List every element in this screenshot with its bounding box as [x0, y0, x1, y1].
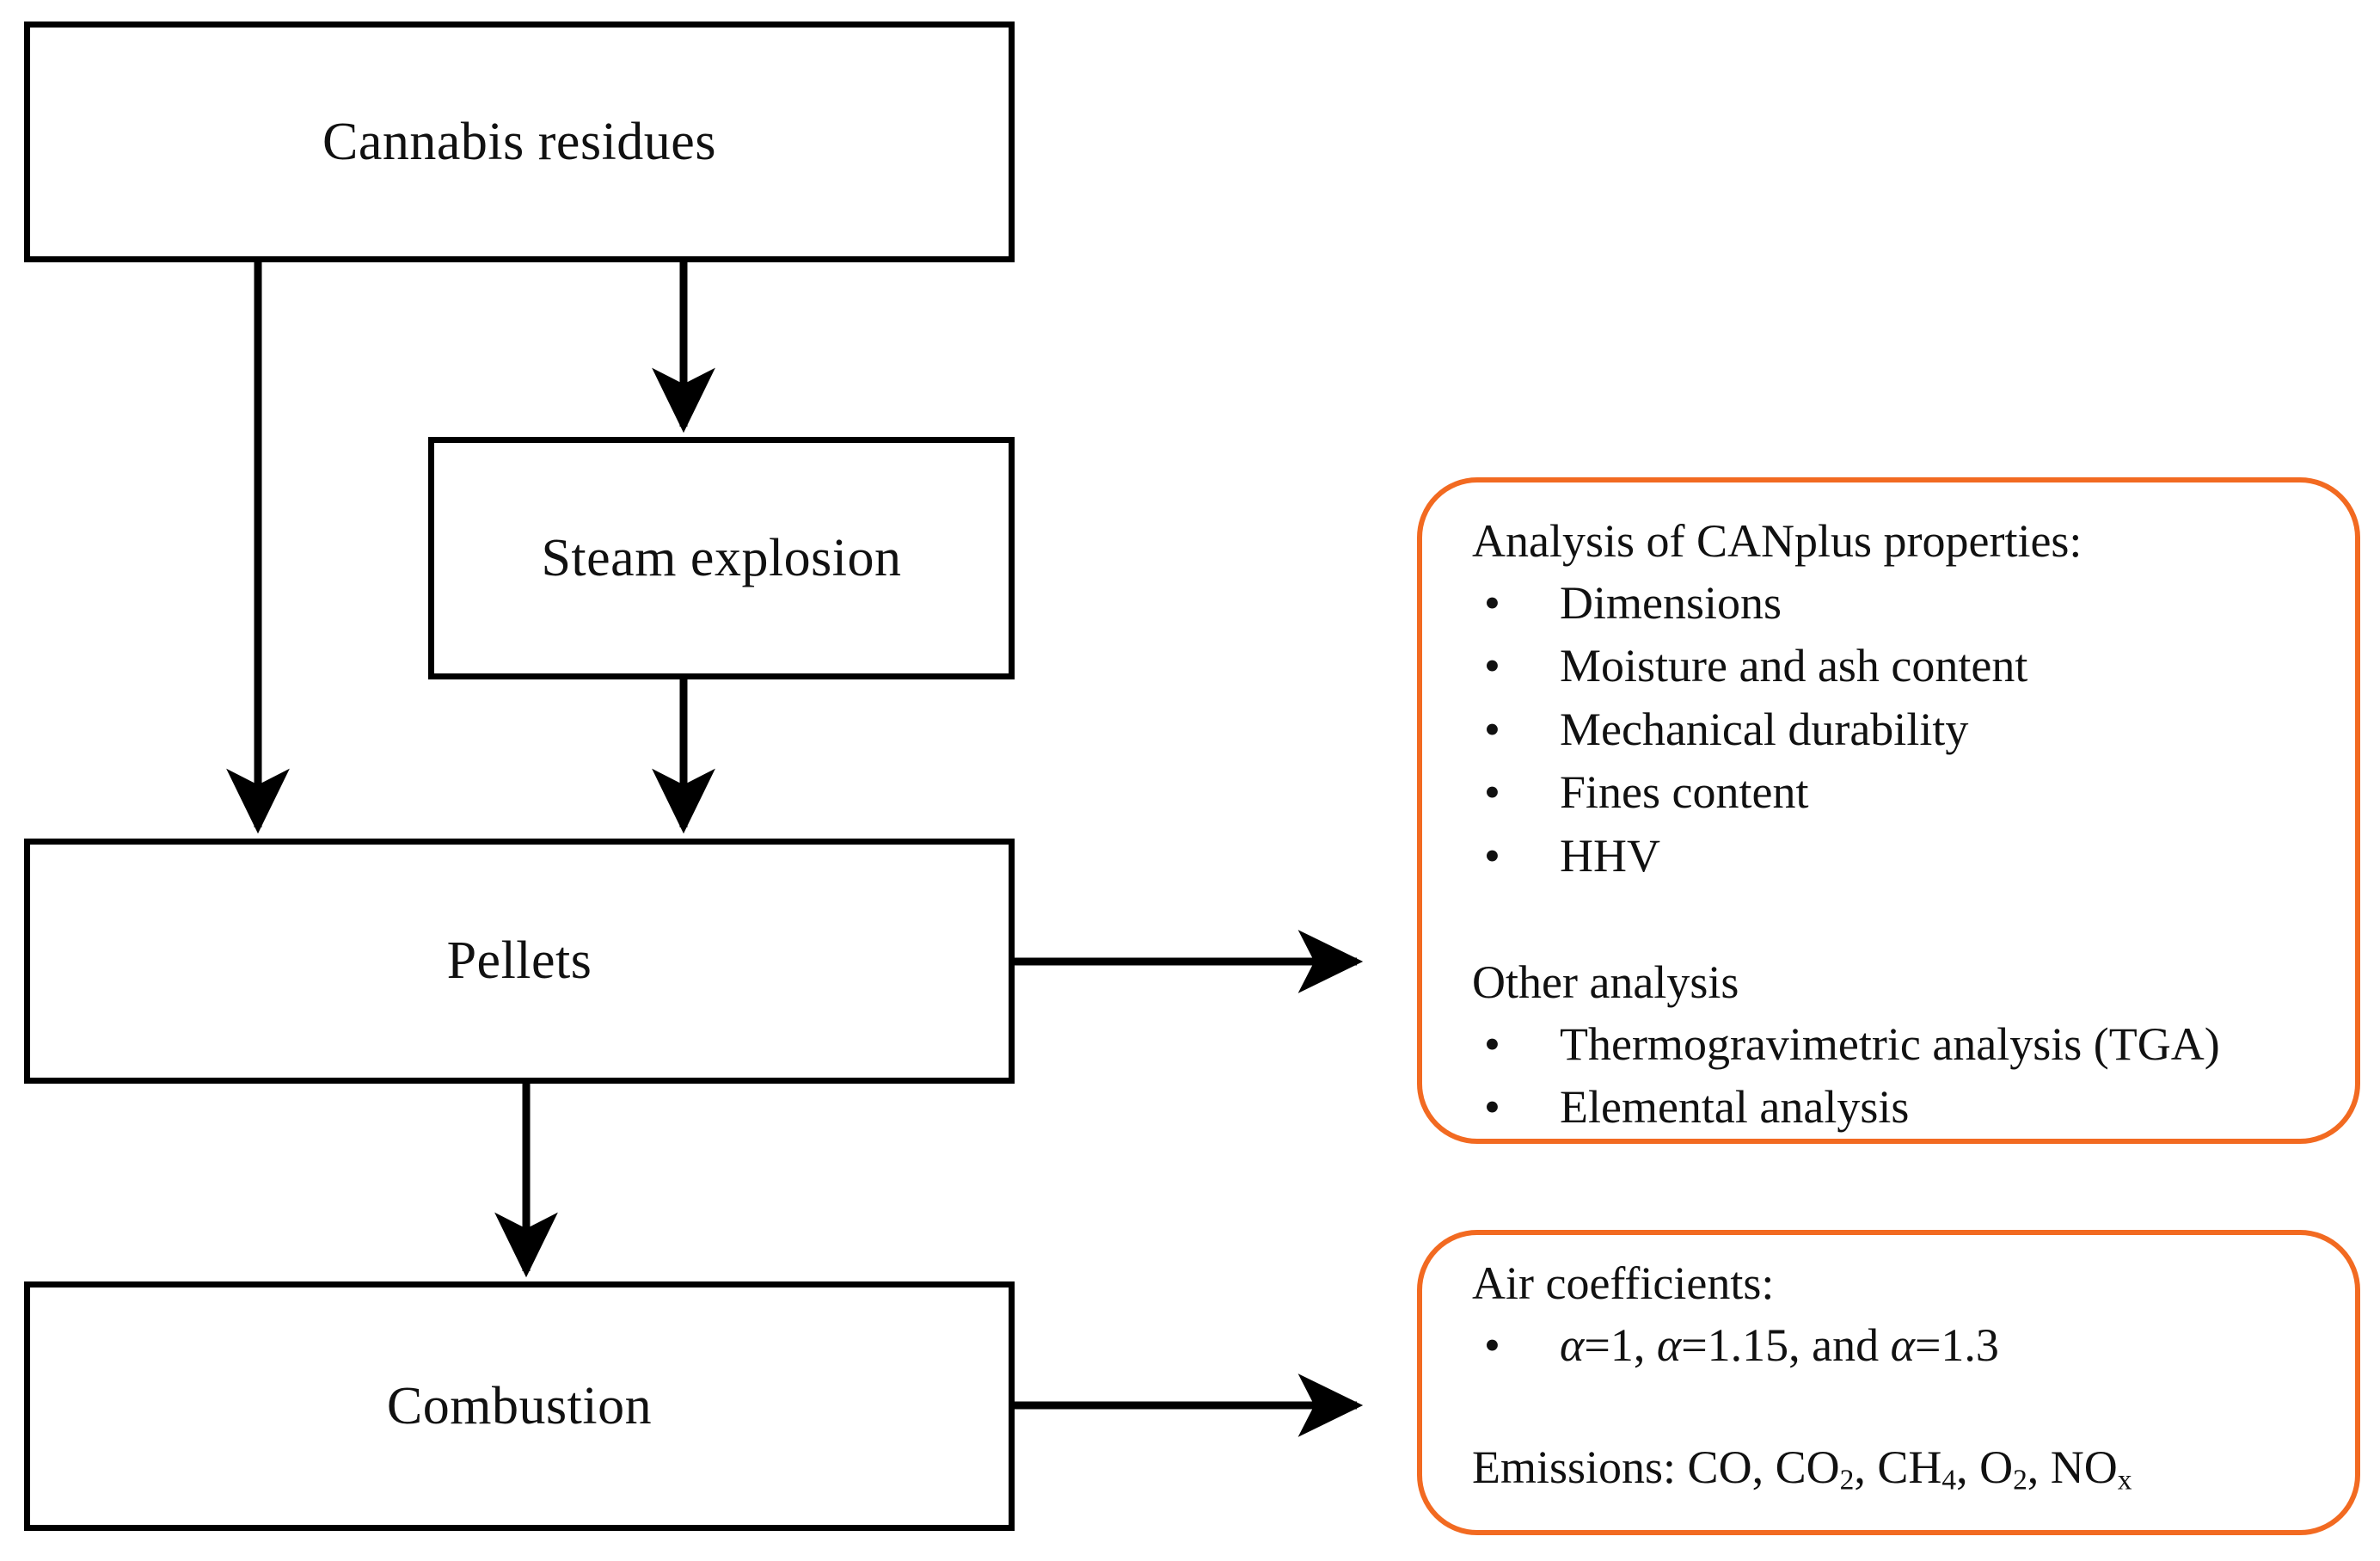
callout-air-emissions-line: Emissions: CO, CO2, CH4, O2, NOx — [1472, 1437, 2329, 1499]
species-formula: CO — [1687, 1441, 1752, 1494]
bullet-icon: • — [1484, 703, 1500, 755]
list-item: • Fines content — [1472, 761, 2329, 824]
species-formula: CO — [1775, 1441, 1840, 1494]
emissions-species-5: NOx — [2050, 1441, 2132, 1496]
emissions-label: Emissions: — [1472, 1441, 1688, 1494]
list-item: • HHV — [1472, 825, 2329, 888]
callout-analysis-other-list: • Thermogravimetric analysis (TGA) • Ele… — [1472, 1013, 2329, 1140]
species-formula: CH — [1877, 1441, 1942, 1494]
bullet-icon: • — [1484, 576, 1500, 629]
species-formula: NO — [2050, 1441, 2118, 1494]
emissions-species-1: CO, — [1687, 1441, 1776, 1494]
species-subscript: x — [2117, 1464, 2132, 1496]
callout-analysis-properties-list: • Dimensions • Moisture and ash content … — [1472, 572, 2329, 888]
species-formula: O — [1979, 1441, 2014, 1494]
emissions-species-3: CH4, — [1877, 1441, 1980, 1496]
list-item: • Dimensions — [1472, 572, 2329, 635]
alpha-value-2: =1.15, and — [1681, 1318, 1891, 1371]
emissions-species-2: CO2, — [1775, 1441, 1878, 1496]
emissions-species-4: O2, — [1979, 1441, 2051, 1496]
bullet-icon: • — [1484, 829, 1500, 882]
section-spacer — [1472, 1377, 2329, 1437]
list-item-label: Elemental analysis — [1560, 1081, 1910, 1134]
bullet-icon: • — [1484, 1318, 1500, 1371]
section-spacer — [1472, 888, 2329, 955]
list-item-label: Thermogravimetric analysis (TGA) — [1560, 1017, 2220, 1070]
callout-air-heading: Air coefficients: — [1472, 1257, 1775, 1309]
callout-panel-air-coefficients: Air coefficients: • α=1, α=1.15, and α=1… — [1417, 1230, 2360, 1535]
callout-analysis-content: Analysis of CANplus properties: • Dimens… — [1472, 513, 2329, 1140]
alpha-symbol: α — [1560, 1318, 1585, 1371]
process-box-label: Cannabis residues — [322, 112, 716, 171]
species-subscript: 2 — [2013, 1464, 2027, 1496]
alpha-symbol: α — [1890, 1318, 1915, 1371]
bullet-icon: • — [1484, 1017, 1500, 1070]
bullet-icon: • — [1484, 640, 1500, 692]
callout-analysis-heading-other: Other analysis — [1472, 956, 1739, 1009]
list-item-label: Fines content — [1560, 766, 1809, 819]
process-box-cannabis-residues: Cannabis residues — [24, 22, 1015, 262]
process-box-label: Steam explosion — [541, 528, 902, 587]
list-item: • Mechanical durability — [1472, 698, 2329, 761]
bullet-icon: • — [1484, 1081, 1500, 1134]
process-box-label: Pellets — [446, 931, 592, 991]
list-item-label: α=1, α=1.15, and α=1.3 — [1560, 1319, 1999, 1371]
list-item: • Moisture and ash content — [1472, 635, 2329, 698]
process-box-label: Combustion — [386, 1376, 653, 1435]
list-item-label: HHV — [1560, 829, 1660, 882]
list-item-label: Mechanical durability — [1560, 703, 1969, 755]
bullet-icon: • — [1484, 766, 1500, 819]
callout-analysis-heading-properties: Analysis of CANplus properties: — [1472, 515, 2082, 567]
process-box-combustion: Combustion — [24, 1281, 1015, 1531]
alpha-symbol: α — [1656, 1318, 1682, 1371]
list-item-label: Moisture and ash content — [1560, 640, 2028, 692]
alpha-value-1: =1, — [1584, 1318, 1657, 1371]
list-item-label: Dimensions — [1560, 576, 1782, 629]
species-subscript: 2 — [1839, 1464, 1855, 1496]
process-box-steam-explosion: Steam explosion — [428, 437, 1015, 679]
callout-air-coefficients-list: • α=1, α=1.15, and α=1.3 — [1472, 1314, 2329, 1377]
alpha-value-3: =1.3 — [1914, 1318, 1999, 1371]
list-item: • Elemental analysis — [1472, 1076, 2329, 1139]
list-item: • α=1, α=1.15, and α=1.3 — [1472, 1314, 2329, 1377]
process-box-pellets: Pellets — [24, 839, 1015, 1084]
callout-panel-analysis: Analysis of CANplus properties: • Dimens… — [1417, 477, 2360, 1144]
species-subscript: 4 — [1941, 1464, 1957, 1496]
callout-air-content: Air coefficients: • α=1, α=1.15, and α=1… — [1472, 1256, 2329, 1499]
list-item: • Thermogravimetric analysis (TGA) — [1472, 1013, 2329, 1076]
